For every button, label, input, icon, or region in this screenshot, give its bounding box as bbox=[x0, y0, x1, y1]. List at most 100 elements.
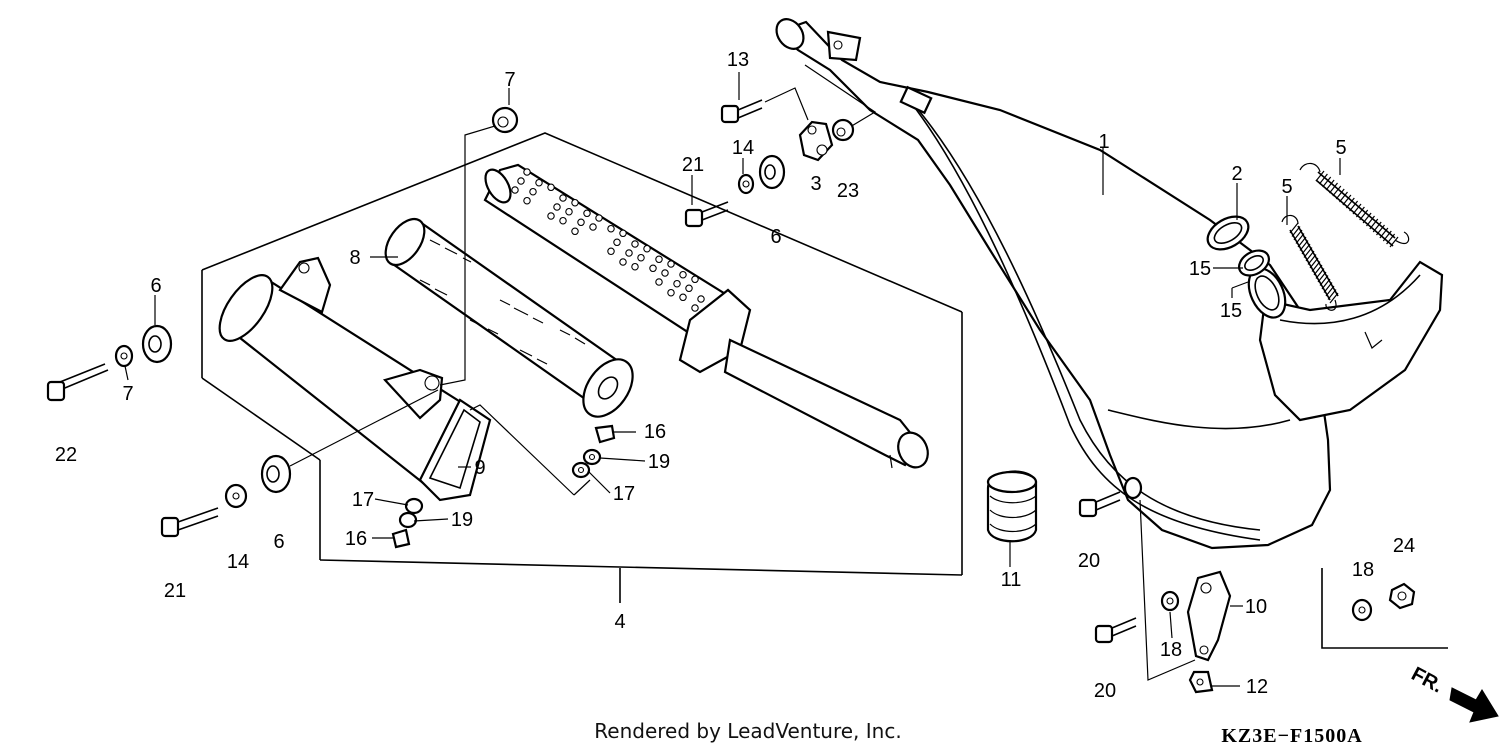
spring-coil bbox=[1294, 230, 1302, 240]
perforation-hole bbox=[548, 184, 554, 190]
callout-24: 24 bbox=[1393, 535, 1415, 557]
callout-21-bottom: 21 bbox=[164, 580, 186, 602]
perforation-hole bbox=[656, 256, 662, 262]
perforation-hole bbox=[668, 261, 674, 267]
collar-12 bbox=[1190, 672, 1212, 692]
washer-14-top bbox=[739, 175, 753, 193]
spring-coil bbox=[1300, 241, 1308, 251]
spring-coil bbox=[1296, 234, 1304, 244]
spring-coil bbox=[1292, 227, 1300, 237]
perforation-hole bbox=[584, 210, 590, 216]
callout-17-lower: 17 bbox=[352, 489, 374, 511]
callout-4: 4 bbox=[614, 611, 625, 633]
washer-14-bottom bbox=[226, 485, 246, 507]
spring-coil bbox=[1290, 223, 1298, 233]
perforation-hole bbox=[560, 218, 566, 224]
perforation-hole bbox=[524, 198, 530, 204]
perforation-hole bbox=[674, 281, 680, 287]
perforation-hole bbox=[578, 219, 584, 225]
perforation-hole bbox=[692, 276, 698, 282]
callout-16-lower: 16 bbox=[345, 528, 367, 550]
spring-5-upper bbox=[1300, 163, 1409, 247]
callout-19-upper: 19 bbox=[648, 451, 670, 473]
perforation-hole bbox=[620, 259, 626, 265]
callout-14-bottom: 14 bbox=[227, 551, 249, 573]
collar-23 bbox=[833, 120, 853, 140]
washer-17-lower bbox=[406, 499, 422, 513]
perforation-hole bbox=[590, 224, 596, 230]
callout-16-upper: 16 bbox=[644, 421, 666, 443]
callout-3: 3 bbox=[810, 173, 821, 195]
spring-coil bbox=[1312, 262, 1320, 272]
callout-20-lower: 20 bbox=[1094, 680, 1116, 702]
callout-8: 8 bbox=[349, 247, 360, 269]
option-bracket bbox=[1322, 568, 1448, 648]
exhaust-pipe bbox=[771, 14, 1330, 548]
spring-coil bbox=[1314, 265, 1322, 275]
spring-coil bbox=[1330, 293, 1338, 303]
callout-22: 22 bbox=[55, 444, 77, 466]
callout-6-bottom: 6 bbox=[273, 531, 284, 553]
bolt-21-bottom bbox=[162, 508, 218, 536]
spring-coil bbox=[1320, 276, 1328, 286]
spring-coil bbox=[1322, 279, 1330, 289]
perforation-hole bbox=[680, 294, 686, 300]
perforation-hole bbox=[608, 248, 614, 254]
perforation-hole bbox=[632, 241, 638, 247]
callout-2: 2 bbox=[1231, 163, 1242, 185]
spring-coil bbox=[1308, 255, 1316, 265]
stay-10 bbox=[1188, 572, 1230, 660]
perforation-hole bbox=[692, 305, 698, 311]
perforation-hole bbox=[644, 246, 650, 252]
spring-coil bbox=[1304, 248, 1312, 258]
perforation-hole bbox=[680, 272, 686, 278]
perforation-hole bbox=[650, 265, 656, 271]
perforation-hole bbox=[596, 215, 602, 221]
callout-19-lower: 19 bbox=[451, 509, 473, 531]
perforation-hole bbox=[698, 296, 704, 302]
callout-11: 11 bbox=[1001, 569, 1022, 591]
washer-18-lower bbox=[1162, 592, 1178, 610]
spring-coil bbox=[1310, 258, 1318, 268]
perforation-hole bbox=[614, 239, 620, 245]
spring-coil bbox=[1298, 237, 1306, 247]
callout-20-upper: 20 bbox=[1078, 550, 1100, 572]
perforation-hole bbox=[662, 270, 668, 276]
perforation-hole bbox=[566, 209, 572, 215]
callout-10: 10 bbox=[1245, 596, 1267, 618]
washer-19-lower bbox=[400, 513, 416, 527]
bolt-16-upper bbox=[596, 426, 636, 442]
callout-1: 1 bbox=[1098, 131, 1109, 153]
washer-18-right bbox=[1353, 600, 1371, 620]
perforation-hole bbox=[608, 226, 614, 232]
callout-6-top: 6 bbox=[770, 226, 781, 248]
front-direction-label: FR. bbox=[1408, 663, 1447, 698]
perforation-hole bbox=[638, 255, 644, 261]
bolt-22 bbox=[48, 364, 108, 400]
washer-19-upper bbox=[584, 450, 600, 464]
spring-coil bbox=[1326, 286, 1334, 296]
callout-5-lower: 5 bbox=[1281, 176, 1292, 198]
spring-coil bbox=[1318, 272, 1326, 282]
spring-coil bbox=[1316, 269, 1324, 279]
perforation-hole bbox=[572, 228, 578, 234]
perforation-hole bbox=[560, 195, 566, 201]
callout-21-top: 21 bbox=[682, 154, 704, 176]
perforation-hole bbox=[620, 230, 626, 236]
perforation-hole bbox=[656, 279, 662, 285]
callout-12: 12 bbox=[1246, 676, 1268, 698]
perforation-hole bbox=[632, 264, 638, 270]
callout-7-top: 7 bbox=[504, 69, 515, 91]
bolt-16-lower bbox=[393, 530, 409, 547]
callout-13: 13 bbox=[727, 49, 749, 71]
perforation-hole bbox=[524, 169, 530, 175]
rubber-grommet-6-left bbox=[143, 326, 171, 362]
perforation-hole bbox=[668, 290, 674, 296]
callout-23: 23 bbox=[837, 180, 859, 202]
callout-14-top: 14 bbox=[732, 137, 754, 159]
perforation-hole bbox=[686, 285, 692, 291]
rubber-grommet-6-top bbox=[760, 156, 784, 188]
spring-coil bbox=[1328, 290, 1336, 300]
perforation-hole bbox=[626, 250, 632, 256]
